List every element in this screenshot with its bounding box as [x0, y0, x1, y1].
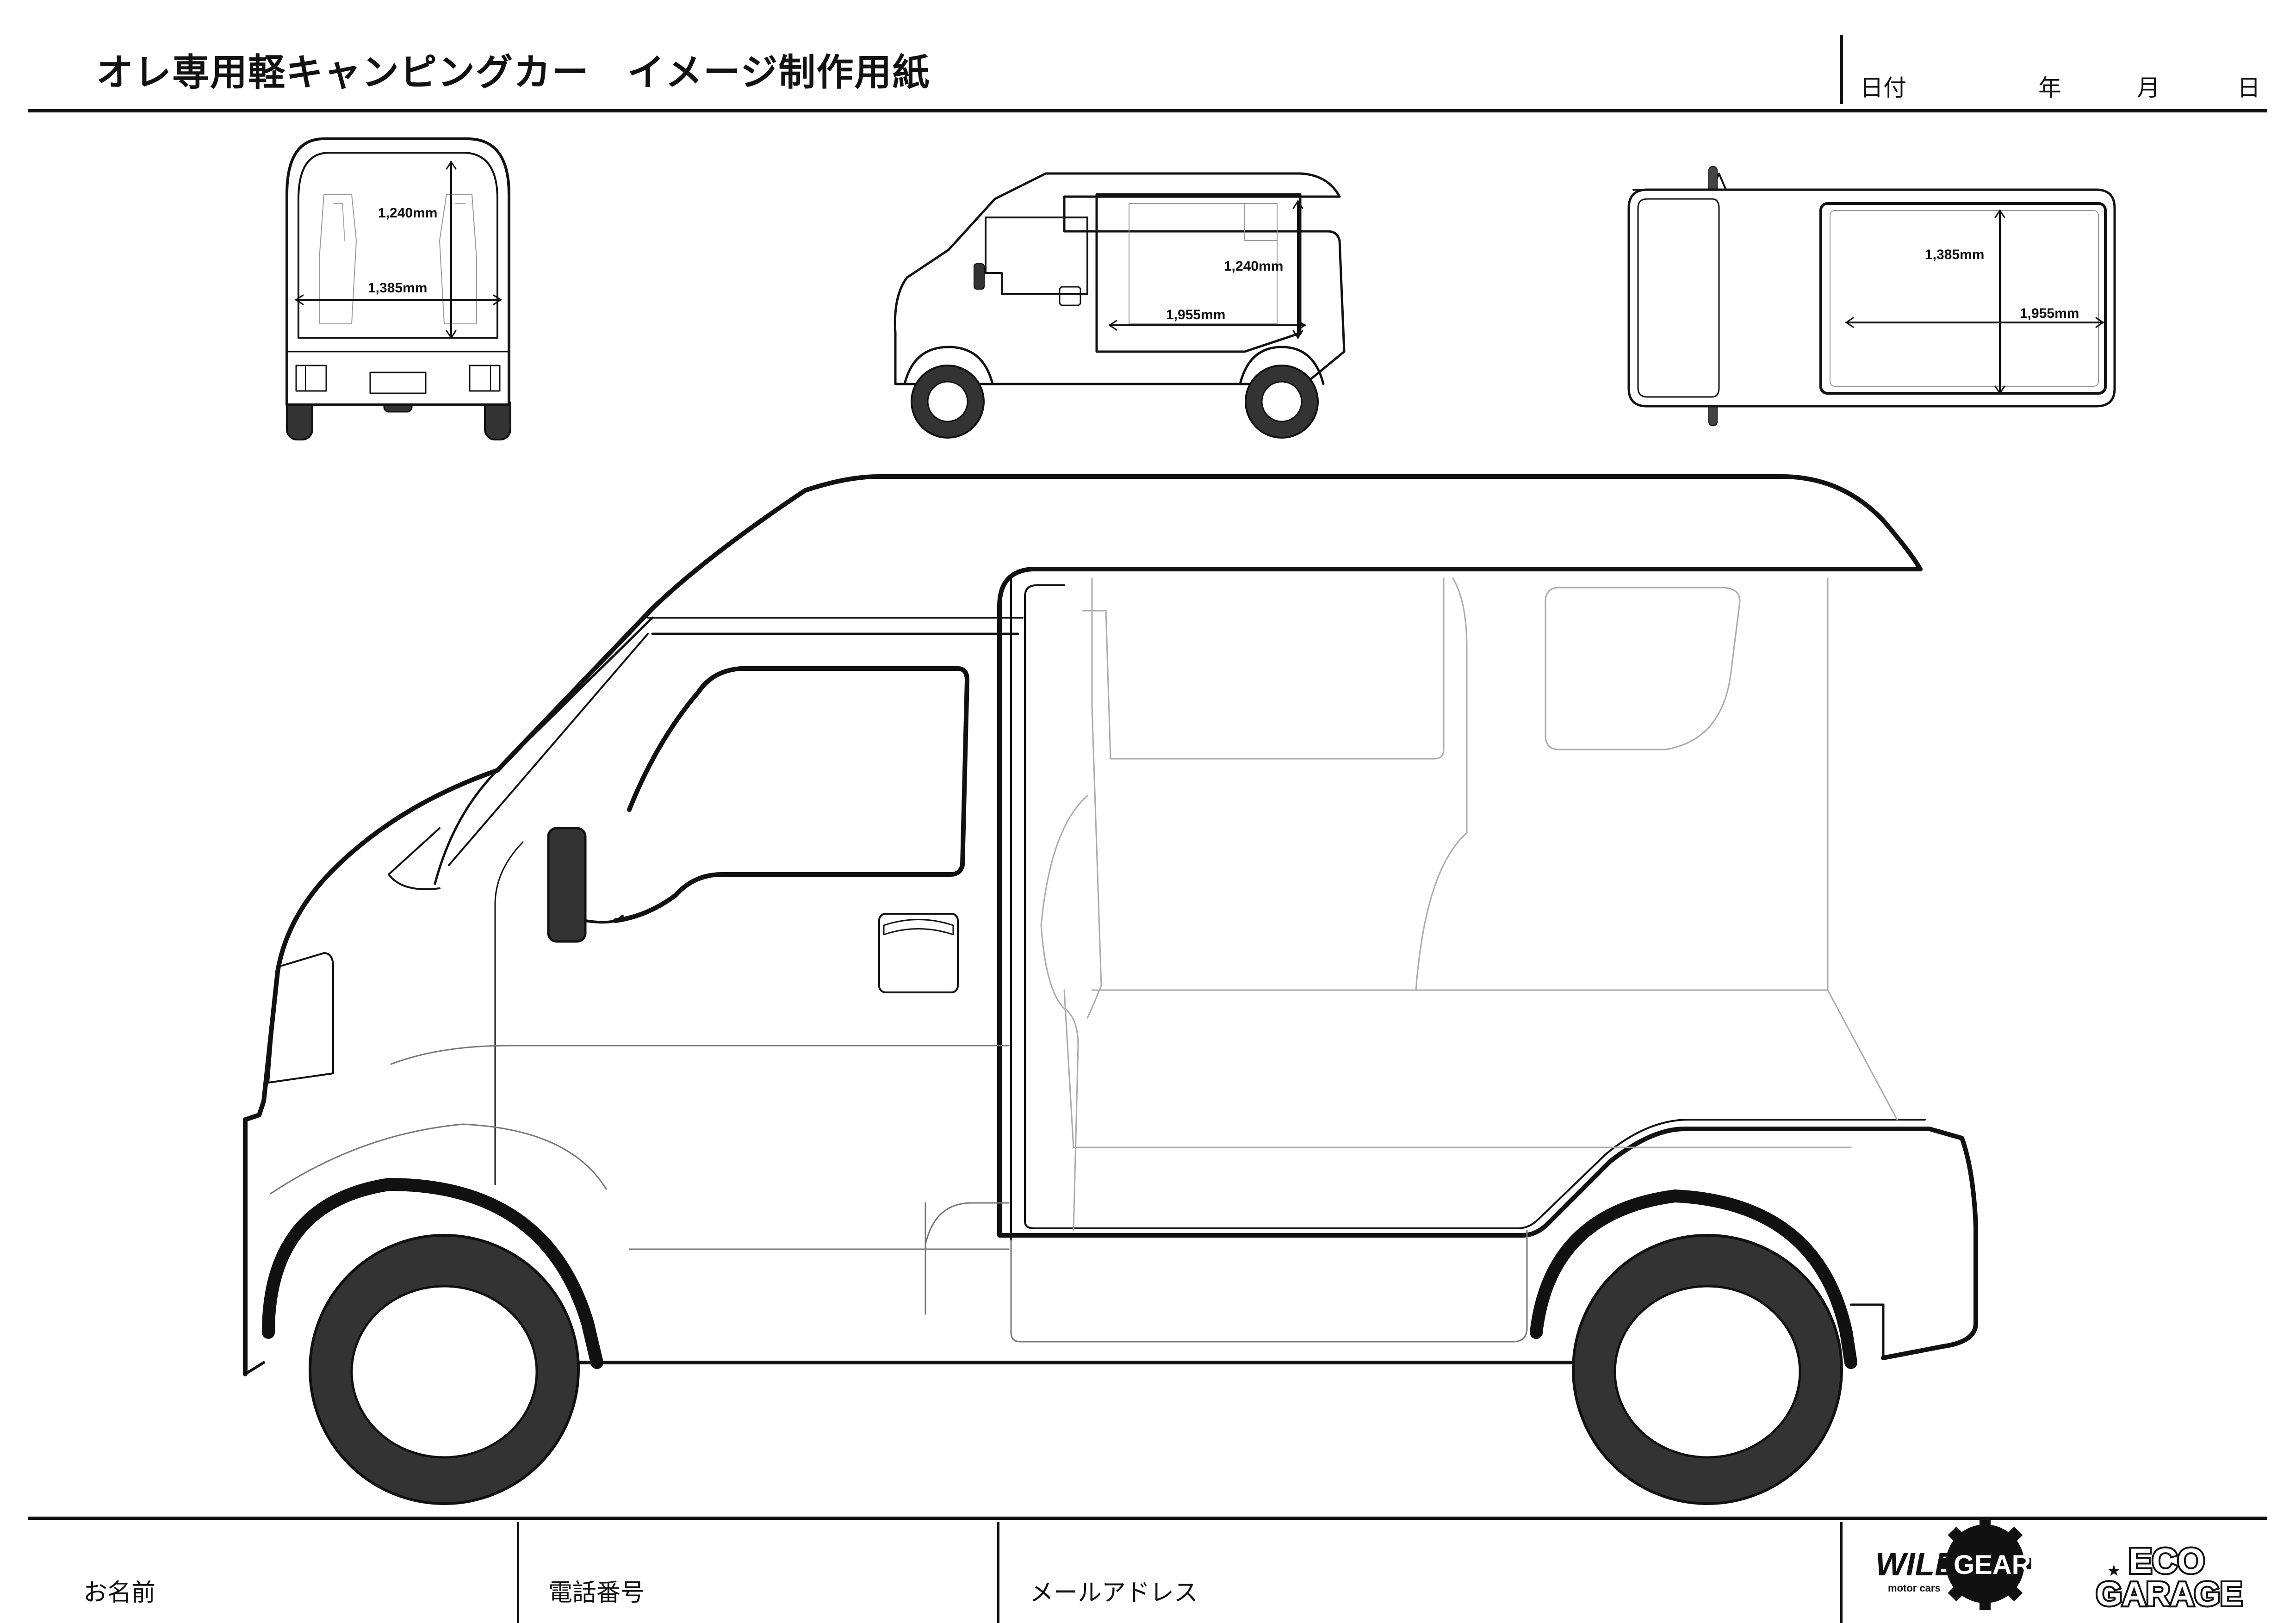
top-length-dimension: 1,955mm — [2020, 306, 2079, 321]
day-label: 日 — [2237, 74, 2260, 101]
wild-gear-tagline: motor cars — [1888, 1582, 1941, 1594]
page-title: オレ専用軽キャンピングカー イメージ制作用紙 — [96, 51, 931, 94]
email-label: メールアドレス — [1030, 1579, 1198, 1607]
name-label: お名前 — [83, 1579, 156, 1607]
rear-view-drawing — [285, 137, 511, 440]
side-height-dimension: 1,240mm — [1224, 259, 1283, 274]
footer-divider-3 — [1840, 1522, 1843, 1623]
eco-garage-logo: ★ ECO GARAGE — [2094, 1540, 2244, 1615]
wild-gear-logo: WILD GEAR motor cars — [1875, 1518, 2031, 1610]
star-icon: ★ — [2108, 1563, 2120, 1579]
top-width-dimension: 1,385mm — [1925, 247, 1984, 262]
month-label: 月 — [2137, 74, 2160, 101]
eco-logo-text: ECO — [2128, 1542, 2205, 1581]
email-field[interactable] — [1212, 1527, 1832, 1615]
top-view-drawing — [1627, 166, 2116, 426]
garage-logo-text: GARAGE — [2096, 1576, 2242, 1613]
phone-label: 電話番号 — [548, 1579, 645, 1607]
large-side-view-drawing — [243, 474, 1978, 1505]
phone-field[interactable] — [657, 1527, 990, 1615]
footer-rule — [28, 1517, 2267, 1520]
footer-divider-2 — [997, 1522, 999, 1623]
side-view-drawing — [894, 172, 1346, 439]
rear-width-dimension: 1,385mm — [368, 280, 427, 296]
gear-logo-text: GEAR — [1954, 1550, 2031, 1580]
rear-height-dimension: 1,240mm — [378, 205, 437, 221]
header-date-divider — [1840, 35, 1843, 104]
date-label: 日付 — [1860, 74, 1906, 101]
footer-divider-1 — [517, 1522, 519, 1623]
wild-logo-text: WILD — [1875, 1546, 1958, 1582]
year-label: 年 — [2038, 74, 2061, 101]
name-field[interactable] — [167, 1527, 509, 1615]
header-rule — [28, 109, 2267, 112]
side-length-dimension: 1,955mm — [1166, 307, 1225, 322]
